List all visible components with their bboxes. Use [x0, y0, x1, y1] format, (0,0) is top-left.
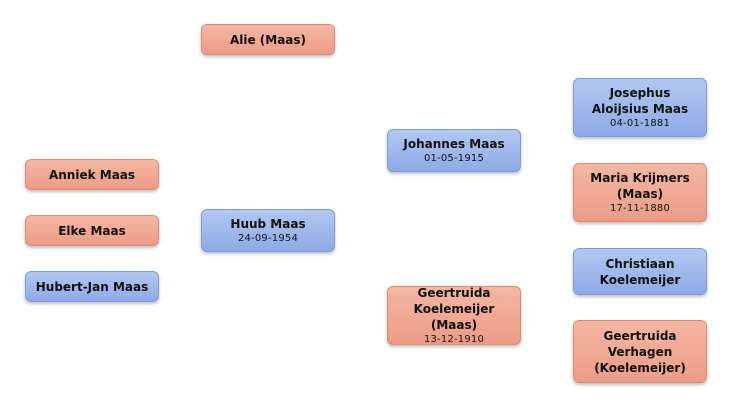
person-node-christiaan[interactable]: Christiaan Koelemeijer: [573, 248, 707, 295]
person-name: Alie (Maas): [229, 32, 307, 47]
person-node-anniek[interactable]: Anniek Maas: [25, 159, 159, 190]
person-node-josephus[interactable]: Josephus Aloijsius Maas 04-01-1881: [573, 78, 707, 137]
person-name: Geertruida Koelemeijer (Maas): [413, 286, 495, 332]
person-name: Geertruida Verhagen (Koelemeijer): [594, 328, 686, 375]
person-date: 24-09-1954: [237, 233, 299, 244]
person-date: 13-12-1910: [423, 334, 485, 345]
person-node-huub[interactable]: Huub Maas 24-09-1954: [201, 209, 335, 252]
person-date: 04-01-1881: [609, 118, 671, 129]
person-name: Elke Maas: [58, 223, 126, 238]
person-node-elke[interactable]: Elke Maas: [25, 215, 159, 246]
person-node-hubert-jan[interactable]: Hubert-Jan Maas: [25, 271, 159, 302]
person-node-maria[interactable]: Maria Krijmers (Maas) 17-11-1880: [573, 163, 707, 222]
person-name: Christiaan Koelemeijer: [599, 256, 681, 287]
person-name: Hubert-Jan Maas: [35, 279, 149, 294]
person-node-johannes[interactable]: Johannes Maas 01-05-1915: [387, 129, 521, 172]
person-node-alie[interactable]: Alie (Maas): [201, 24, 335, 55]
person-name: Josephus Aloijsius Maas: [591, 86, 689, 116]
person-name: Maria Krijmers (Maas): [590, 171, 690, 201]
person-name: Anniek Maas: [48, 167, 136, 182]
person-date: 01-05-1915: [423, 153, 485, 164]
person-name: Huub Maas: [230, 217, 306, 231]
person-node-geertruida-koelemeijer[interactable]: Geertruida Koelemeijer (Maas) 13-12-1910: [387, 286, 521, 345]
person-date: 17-11-1880: [609, 203, 671, 214]
person-node-geertruida-verhagen[interactable]: Geertruida Verhagen (Koelemeijer): [573, 320, 707, 383]
person-name: Johannes Maas: [403, 137, 505, 151]
